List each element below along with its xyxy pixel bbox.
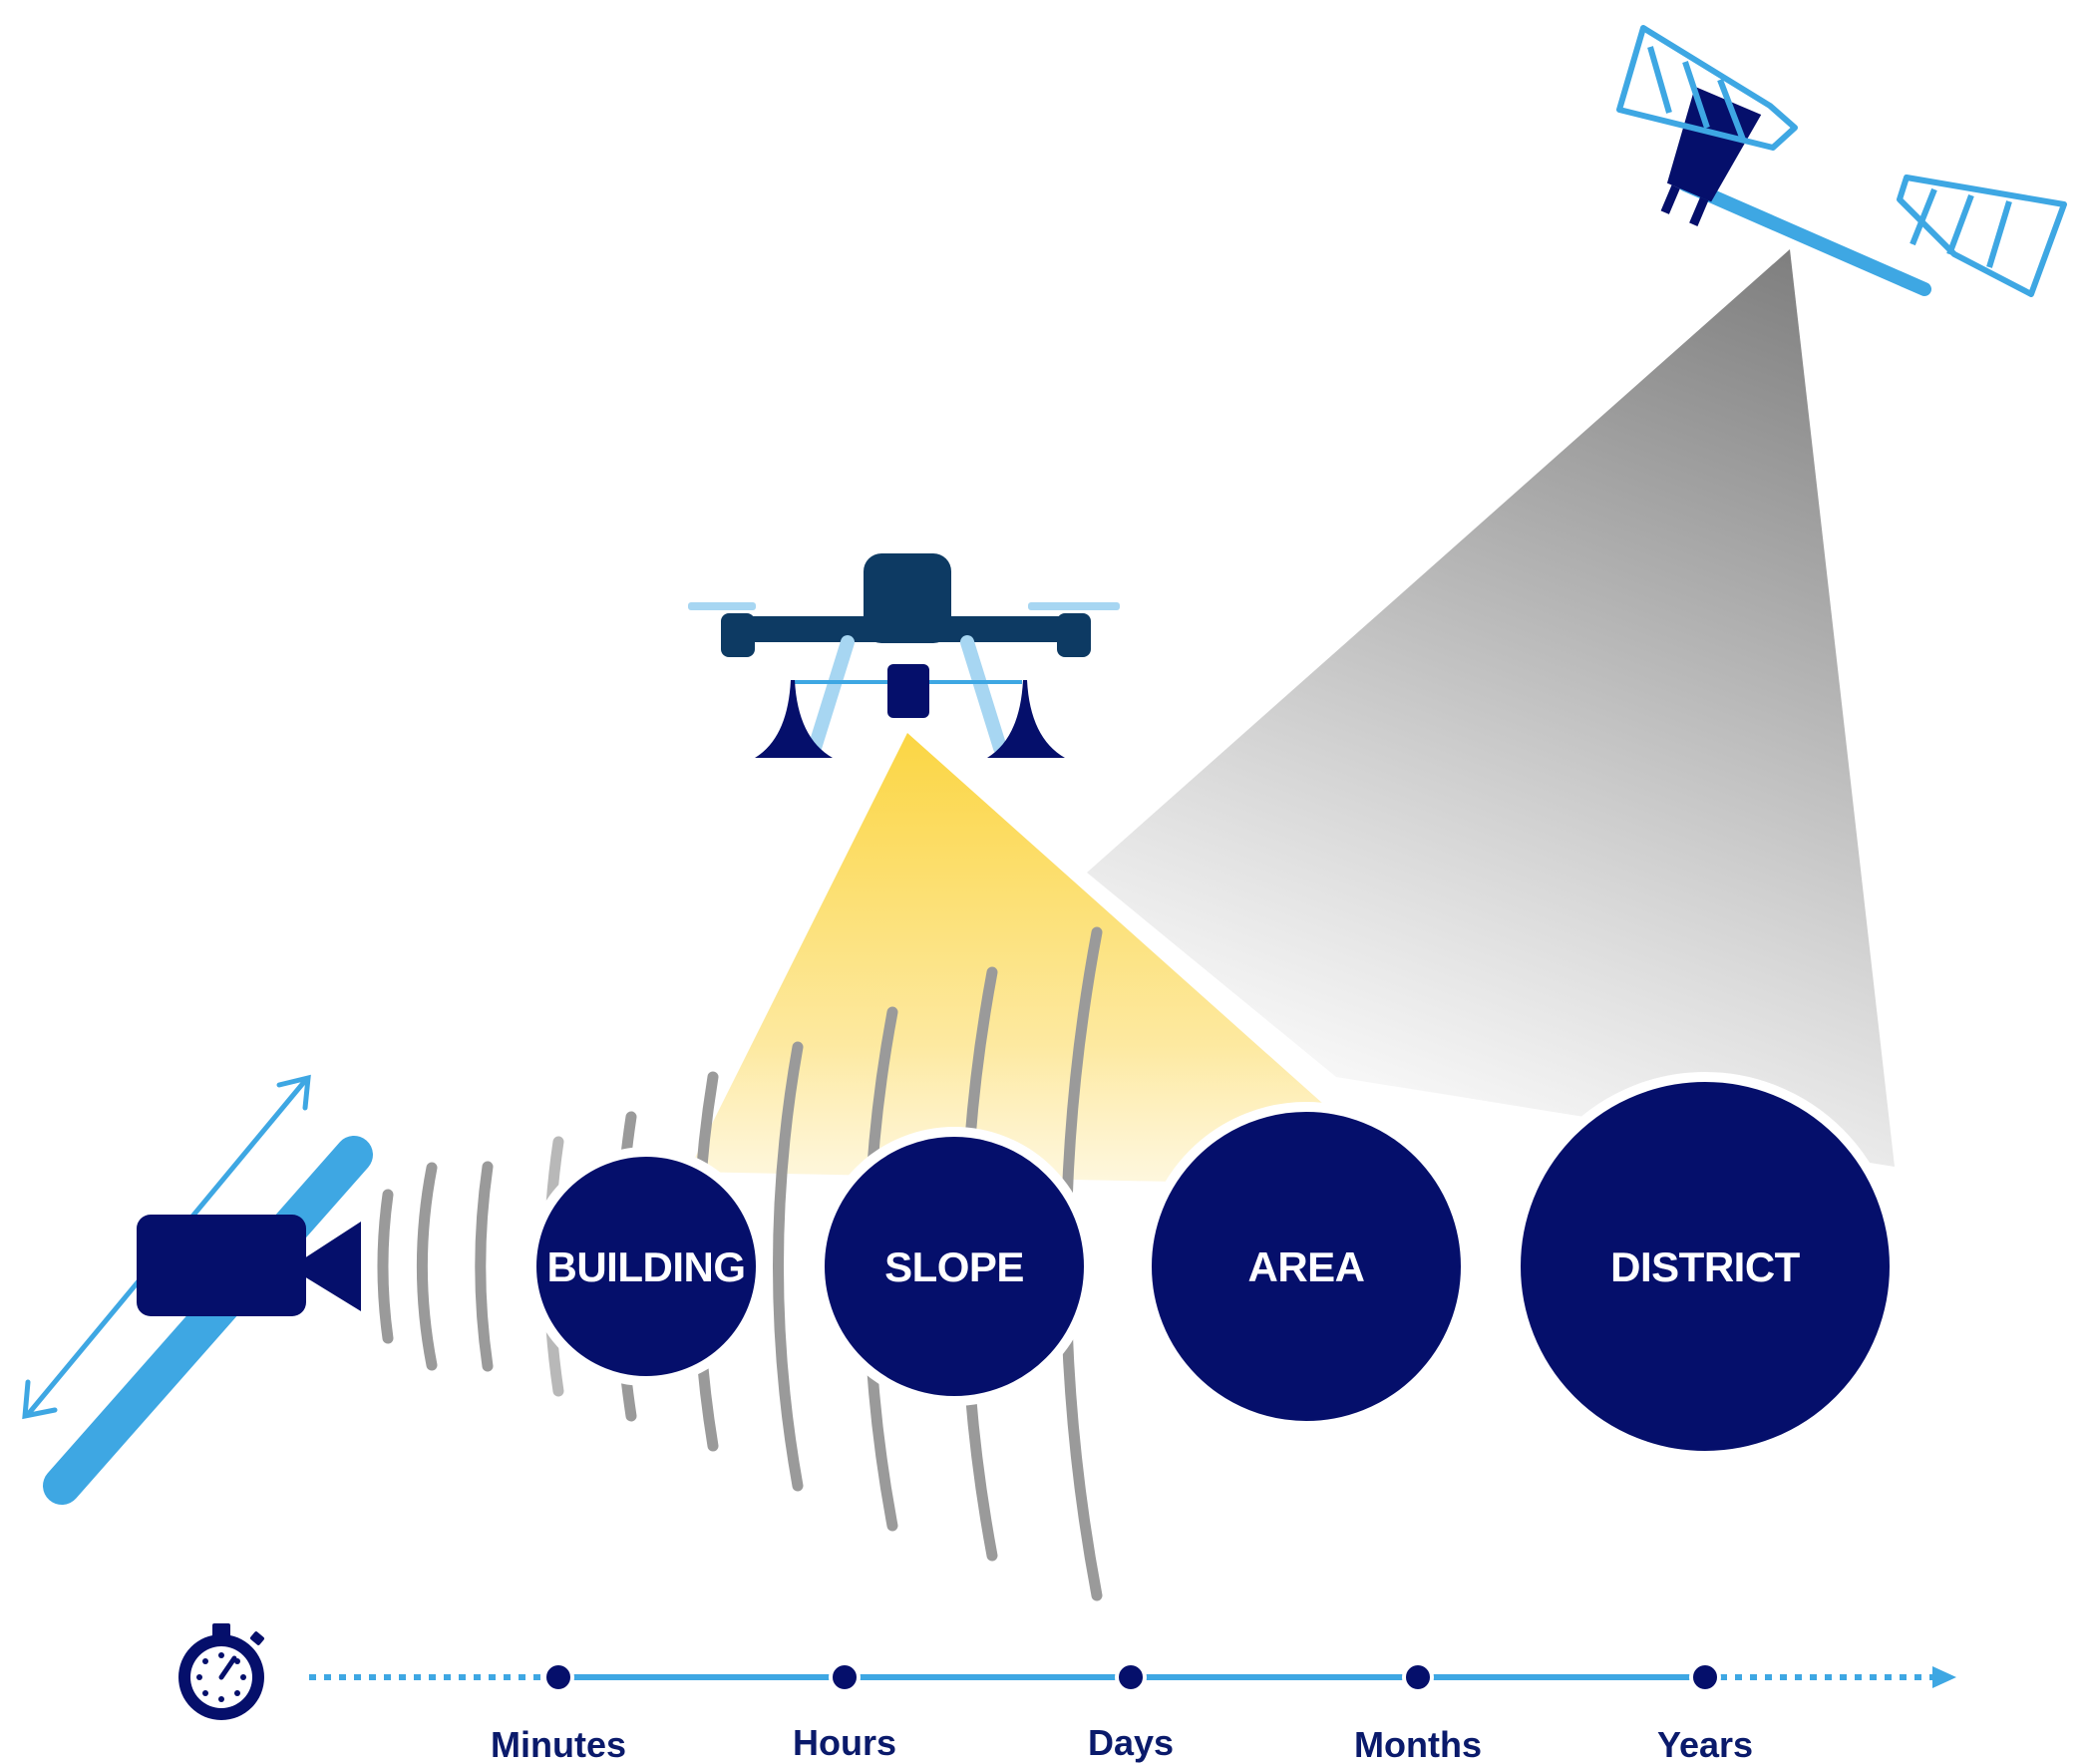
scale-building-label: BUILDING (547, 1243, 746, 1290)
scale-area-label: AREA (1247, 1243, 1364, 1290)
drone-icon (688, 553, 1120, 758)
camera-rail (43, 1136, 373, 1505)
tick-hours-label: Hours (793, 1722, 896, 1763)
scale-slope: SLOPE (815, 1127, 1094, 1406)
scale-circles: BUILDING SLOPE AREA DISTRICT (526, 1072, 1900, 1461)
tick-months-marker (1402, 1661, 1434, 1693)
tick-minutes-marker (542, 1661, 574, 1693)
timeline-ticks (542, 1661, 1721, 1693)
scale-district: DISTRICT (1511, 1072, 1900, 1461)
camera-icon (137, 1215, 361, 1316)
scale-building: BUILDING (526, 1147, 766, 1386)
satellite-coverage-beam (1087, 249, 1895, 1167)
ground-camera (22, 1074, 373, 1505)
timeline: Minutes Hours Days Months Years (178, 1623, 1956, 1764)
stopwatch-icon (178, 1623, 264, 1720)
scale-area: AREA (1142, 1102, 1471, 1431)
tick-years-label: Years (1657, 1724, 1753, 1764)
tick-hours-marker (829, 1661, 861, 1693)
scale-slope-label: SLOPE (884, 1243, 1024, 1290)
tick-years-marker (1689, 1661, 1721, 1693)
tick-months-label: Months (1354, 1724, 1482, 1764)
drone-coverage-beam (688, 733, 1416, 1187)
timeline-labels: Minutes Hours Days Months Years (491, 1722, 1753, 1764)
tick-days-label: Days (1088, 1722, 1174, 1763)
scale-district-label: DISTRICT (1610, 1243, 1801, 1290)
tick-days-marker (1115, 1661, 1147, 1693)
timeline-arrowhead (1932, 1666, 1956, 1688)
tick-minutes-label: Minutes (491, 1724, 626, 1764)
satellite-icon (1616, 25, 2067, 297)
